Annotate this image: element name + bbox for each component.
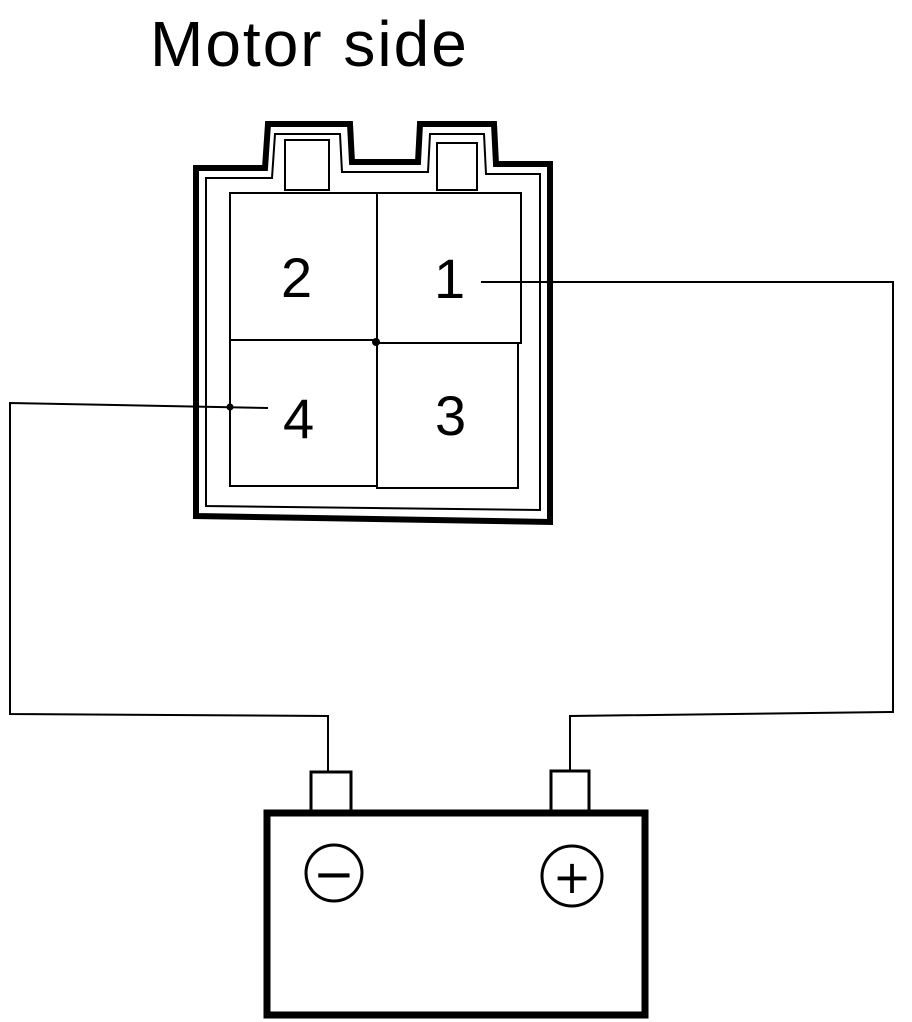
- battery-body: [263, 809, 649, 1019]
- negative-symbol: −: [313, 845, 355, 903]
- wire-pin-1-junction: [546, 278, 554, 286]
- positive-circle-icon: [540, 844, 604, 908]
- battery: − +: [263, 769, 649, 1019]
- pin-2-cell: [229, 192, 378, 341]
- wire-pin-4-junction: [226, 403, 234, 411]
- battery-positive-post: [549, 769, 591, 816]
- connector-housing: [193, 121, 553, 526]
- diagram-title: Motor side: [150, 8, 469, 80]
- pin-3-label: 3: [435, 384, 466, 447]
- pin-1-label: 1: [434, 247, 465, 310]
- pin-4-label: 4: [283, 387, 314, 450]
- pin-2-label: 2: [281, 246, 312, 309]
- negative-circle-icon: [304, 843, 364, 903]
- connector-latch-left: [284, 139, 330, 191]
- battery-negative-post: [309, 770, 353, 816]
- connector-inner-shell: [205, 133, 541, 512]
- pin-4-cell: [229, 339, 378, 487]
- wire-pin-1-to-positive: [481, 281, 894, 772]
- pin-1-cell: [376, 192, 522, 344]
- positive-symbol: +: [553, 850, 592, 904]
- battery-positive-terminal-mark: +: [540, 844, 604, 908]
- battery-negative-terminal-mark: −: [304, 843, 364, 903]
- cell-junction-dot: [372, 338, 380, 346]
- wire-pin-4-to-negative: [9, 401, 329, 774]
- connector-latch-right: [436, 142, 478, 191]
- pin-3-cell: [376, 342, 519, 489]
